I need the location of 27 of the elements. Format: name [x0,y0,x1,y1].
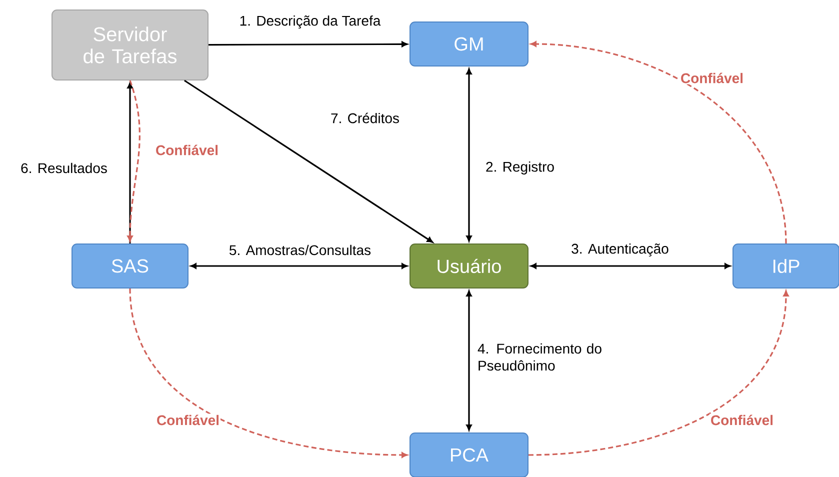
edge-label: Confiável [157,414,219,426]
arrow [127,82,133,244]
edge-label: Confiável [711,414,772,426]
arrow [184,80,433,243]
edge-label: 2. Registro [486,161,554,175]
arrow [129,288,408,458]
arrow [528,290,789,456]
edge-label: 7. Créditos [331,112,399,124]
arrow [466,290,472,430]
arrow [530,263,730,269]
process-box: SAS [72,244,188,288]
arrow [127,80,140,242]
process-box: PCA [410,432,528,477]
edge-label: 4. Fornecimento do Pseudônimo [478,343,602,371]
process-box: GM [410,22,528,66]
edge-label: 6. Resultados [21,162,107,174]
arrow [530,41,787,244]
arrow [190,263,408,269]
edge-label: Confiável [681,72,742,84]
edge-label: 1. Descrição da Tarefa [240,15,381,29]
arrow [208,41,408,47]
edge-label: 5. Amostras/Consultas [230,244,371,256]
process-box: IdP [732,244,839,288]
edge-label: Confiável [156,144,218,156]
edge-label: 3. Autenticação [572,243,668,257]
arrow [466,68,472,242]
process-box: Usuário [410,244,528,288]
